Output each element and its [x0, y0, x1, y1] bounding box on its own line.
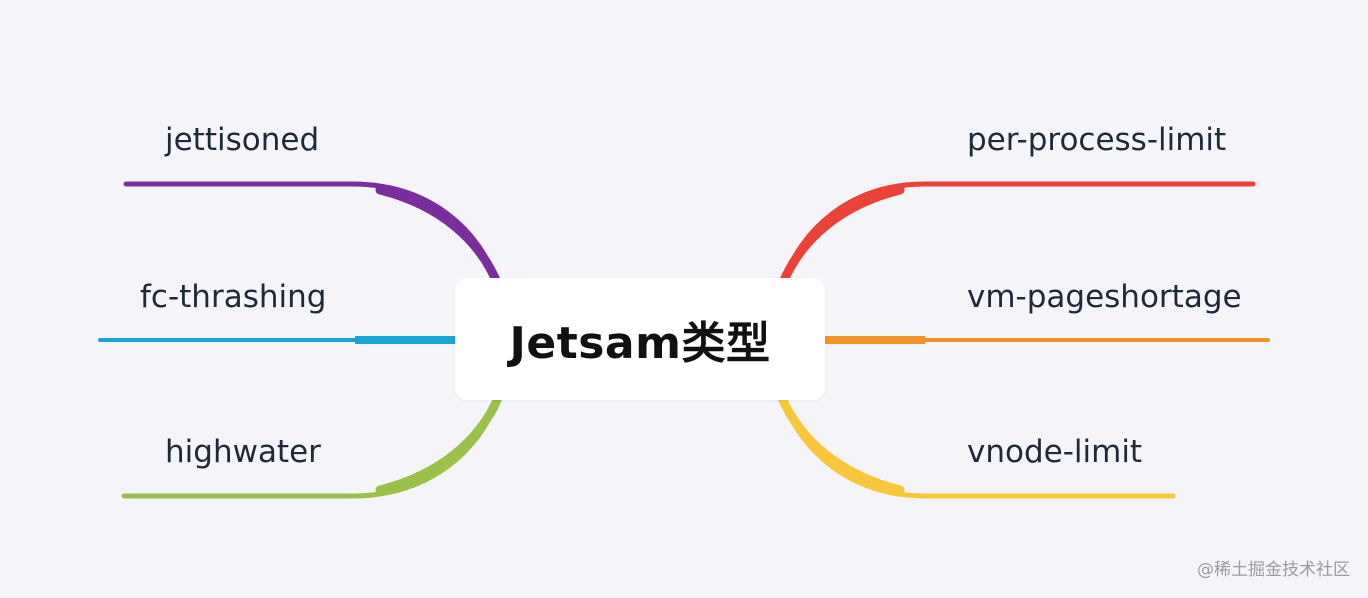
- branch-connector-jettisoned-thick: [375, 185, 503, 290]
- branch-label-fc-thrashing[interactable]: fc-thrashing: [140, 279, 327, 315]
- branch-connector-highwater-thick: [375, 393, 503, 495]
- branch-label-per-process-limit[interactable]: per-process-limit: [967, 122, 1227, 158]
- branch-label-jettisoned[interactable]: jettisoned: [165, 122, 320, 158]
- branch-connector-per-process-limit-thick: [777, 185, 905, 290]
- central-topic-label: Jetsam类型: [509, 318, 771, 369]
- central-topic[interactable]: Jetsam类型: [455, 278, 825, 400]
- watermark-text: @稀土掘金技术社区: [1197, 560, 1350, 580]
- branch-connector-jettisoned: [123, 181, 501, 288]
- branch-connector-per-process-limit: [779, 181, 1256, 288]
- branch-label-vnode-limit[interactable]: vnode-limit: [967, 434, 1143, 470]
- branch-label-highwater[interactable]: highwater: [165, 434, 321, 470]
- branch-connector-vnode-limit-thick: [777, 393, 905, 495]
- branch-label-vm-pageshortage[interactable]: vm-pageshortage: [967, 279, 1242, 315]
